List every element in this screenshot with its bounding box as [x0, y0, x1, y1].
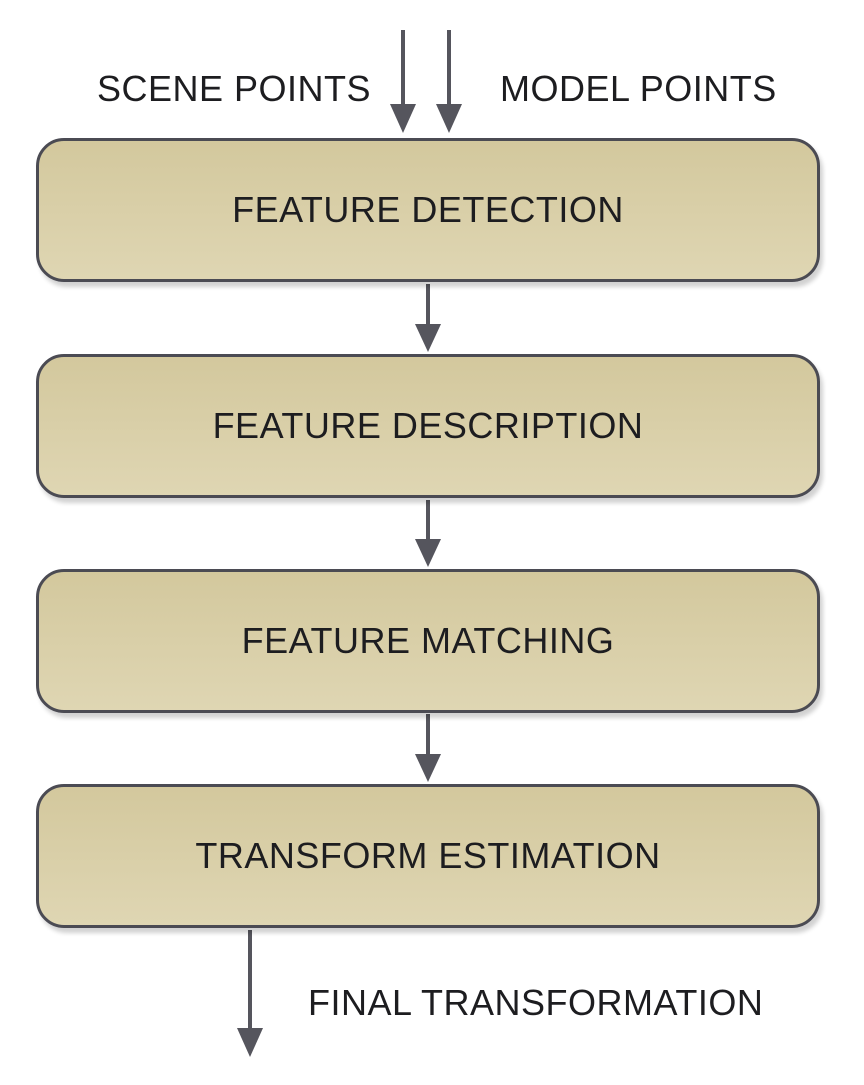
step-label: FEATURE DESCRIPTION [212, 405, 644, 446]
model-points-label: MODEL POINTS [500, 68, 777, 109]
step-label: TRANSFORM ESTIMATION [195, 835, 661, 876]
step-feature-matching: FEATURE MATCHING [36, 569, 820, 713]
step-transform-estimation: TRANSFORM ESTIMATION [36, 784, 820, 928]
arrow-model-points-in [436, 30, 462, 133]
step-feature-description: FEATURE DESCRIPTION [36, 354, 820, 498]
arrow-final-transformation-out [237, 930, 263, 1057]
step-feature-detection: FEATURE DETECTION [36, 138, 820, 282]
arrow-matching-to-estimation [415, 714, 441, 782]
step-label: FEATURE MATCHING [241, 620, 615, 661]
step-label: FEATURE DETECTION [232, 189, 624, 230]
final-transformation-label: FINAL TRANSFORMATION [308, 982, 764, 1023]
arrow-scene-points-in [390, 30, 416, 133]
arrow-description-to-matching [415, 500, 441, 567]
scene-points-label: SCENE POINTS [97, 68, 372, 109]
arrow-detection-to-description [415, 284, 441, 352]
